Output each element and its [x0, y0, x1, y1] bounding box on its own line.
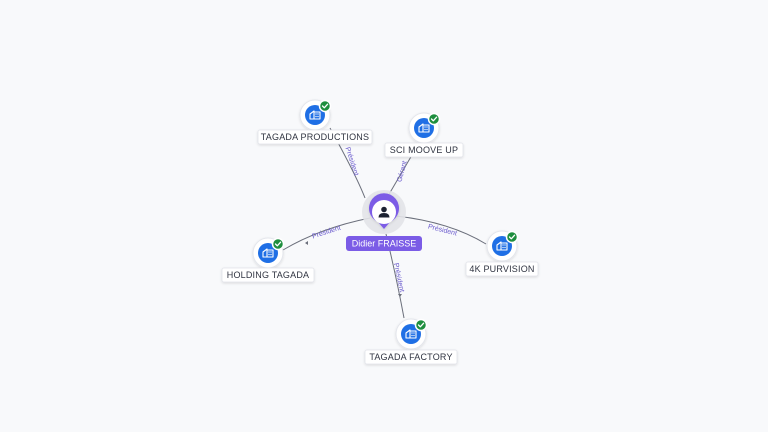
verified-check-icon	[271, 237, 285, 251]
company-node-tagada-factory[interactable]: TAGADA FACTORY	[364, 318, 458, 365]
person-label[interactable]: Didier FRAISSE	[346, 236, 422, 251]
company-label[interactable]: TAGADA PRODUCTIONS	[257, 129, 373, 145]
company-node-sci-moove-up[interactable]: SCI MOOVE UP	[384, 112, 464, 158]
company-name: HOLDING TAGADA	[227, 270, 309, 280]
company-node-fill	[414, 118, 434, 138]
edge-role-label: Président	[427, 224, 457, 238]
verified-check-icon	[505, 230, 519, 244]
company-label[interactable]: HOLDING TAGADA	[221, 267, 315, 283]
building-icon	[418, 123, 430, 133]
company-label[interactable]: TAGADA FACTORY	[364, 349, 458, 365]
company-name: TAGADA PRODUCTIONS	[261, 132, 369, 142]
edge-role-label: Gérant	[396, 160, 408, 183]
company-node-fill	[305, 105, 325, 125]
company-name: SCI MOOVE UP	[390, 145, 458, 155]
person-name: Didier FRAISSE	[352, 239, 417, 249]
edge-role-label: Président	[311, 225, 341, 241]
edge-line	[395, 215, 487, 245]
building-icon	[309, 110, 321, 120]
building-icon	[405, 329, 417, 339]
verified-check-icon	[318, 99, 332, 113]
edge-role-label: Président	[392, 262, 405, 292]
building-icon	[262, 248, 274, 258]
edge-line	[282, 217, 371, 251]
person-node[interactable]	[369, 193, 400, 229]
company-label[interactable]: 4K PURVISION	[465, 261, 539, 277]
company-name: TAGADA FACTORY	[369, 352, 452, 362]
person-icon	[378, 206, 390, 218]
company-node-tagada-productions[interactable]: TAGADA PRODUCTIONS	[257, 99, 373, 145]
company-node-4k-purvision[interactable]: 4K PURVISION	[465, 230, 539, 277]
company-name: 4K PURVISION	[469, 264, 534, 274]
company-node-holding-tagada[interactable]: HOLDING TAGADA	[221, 237, 315, 283]
company-node-fill	[492, 236, 512, 256]
building-icon	[496, 241, 508, 251]
verified-check-icon	[414, 318, 428, 332]
company-label[interactable]: SCI MOOVE UP	[384, 142, 464, 158]
company-node-fill	[401, 324, 421, 344]
company-node-fill	[258, 243, 278, 263]
edge-arrow-icon	[398, 294, 402, 297]
edge-arrow-icon	[305, 241, 308, 245]
edge-role-label: Président	[344, 146, 360, 176]
verified-check-icon	[427, 112, 441, 126]
